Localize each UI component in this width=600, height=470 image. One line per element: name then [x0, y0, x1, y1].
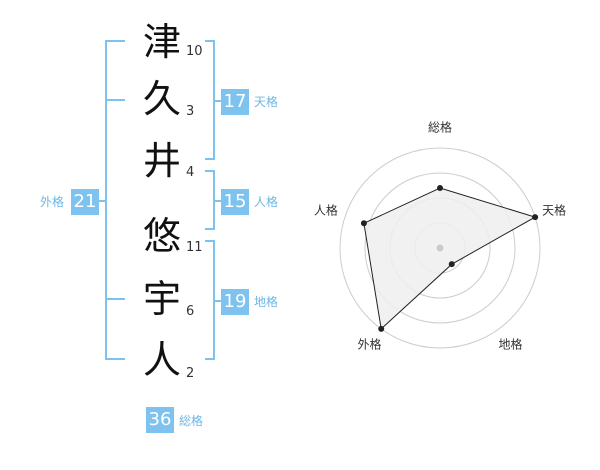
radar-grid-ring [364, 172, 516, 324]
radar-grid-ring [339, 147, 541, 349]
soukaku-value: 36 [146, 407, 174, 433]
radar-series-area [363, 187, 537, 330]
radar-axis-label-4: 外格 [357, 337, 381, 352]
chikaku-value: 19 [221, 289, 249, 315]
name-char-1: 津 [142, 20, 181, 64]
name-char-5: 宇 [142, 277, 181, 321]
jinkaku-value: 15 [221, 189, 249, 215]
jinkaku-label: 人格 [254, 195, 279, 209]
name-char-2: 久 [142, 77, 181, 121]
radar-center-point [436, 244, 444, 252]
radar-point-5 [360, 220, 367, 227]
chikaku-label: 地格 [254, 295, 279, 309]
name-char-6: 人 [142, 338, 181, 382]
gaikaku-label: 外格 [40, 195, 65, 209]
stroke-count-2: 3 [186, 104, 195, 119]
radar-point-2 [532, 214, 539, 221]
stroke-count-1: 10 [186, 44, 203, 59]
name-char-4: 悠 [142, 214, 181, 258]
name-char-3: 井 [142, 139, 181, 183]
radar-point-1 [437, 185, 443, 191]
tenkaku-value: 17 [221, 89, 249, 115]
radar-axis-label-3: 地格 [499, 337, 523, 352]
stroke-count-4: 11 [186, 240, 203, 255]
stroke-count-5: 6 [186, 304, 195, 319]
stroke-count-6: 2 [186, 366, 195, 381]
radar-axis-label-2: 天格 [542, 202, 566, 217]
radar-point-3 [448, 261, 455, 268]
stroke-count-3: 4 [186, 165, 195, 180]
radar-point-4 [378, 325, 385, 332]
gaikaku-value: 21 [71, 189, 99, 215]
radar-axis-label-1: 総格 [428, 120, 452, 135]
tenkaku-label: 天格 [254, 95, 279, 109]
radar-axis-label-5: 人格 [314, 202, 338, 217]
soukaku-label: 総格 [179, 414, 204, 428]
